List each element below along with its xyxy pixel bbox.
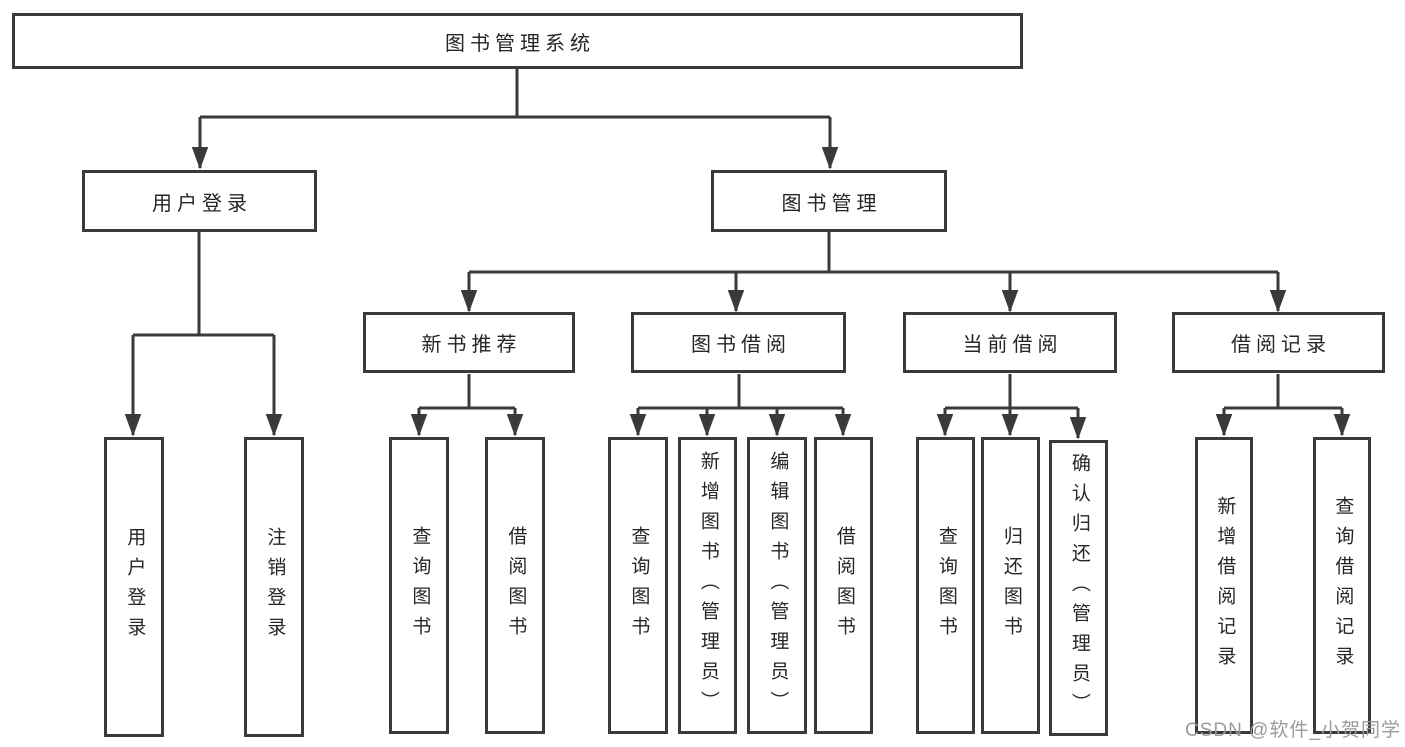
node-book-management: 图书管理 [711,170,947,232]
node-new-book-recommend: 新书推荐 [363,312,575,373]
node-label: 图书管理系统 [445,32,595,55]
connector-skeleton [133,68,1342,410]
node-library-management-system: 图书管理系统 [12,13,1023,69]
leaf-label: 查询图书 [628,525,650,646]
node-label: 图书借阅 [691,334,791,356]
node-book-borrowing: 图书借阅 [631,312,846,373]
node-label: 新书推荐 [421,334,522,356]
leaf-label: 查询图书 [935,525,957,646]
leaf-borrow-books-2: 借阅图书 [814,437,873,734]
leaf-label: 新增图书（管理员） [697,450,719,721]
node-label: 图书管理 [781,192,882,215]
leaf-user-login: 用户登录 [104,437,164,737]
leaf-label: 确认归还（管理员） [1068,453,1090,723]
leaf-label: 新增借阅记录 [1214,495,1236,676]
leaf-label: 用户登录 [124,527,146,647]
node-label: 用户登录 [152,192,252,215]
node-current-borrowing: 当前借阅 [903,312,1117,373]
leaf-query-books-2: 查询图书 [608,437,668,734]
leaf-return-books: 归还图书 [981,437,1040,734]
leaf-confirm-return-admin: 确认归还（管理员） [1049,440,1108,736]
leaf-edit-book-admin: 编辑图书（管理员） [747,437,807,734]
leaf-label: 查询借阅记录 [1332,495,1354,676]
node-label: 当前借阅 [962,334,1063,356]
node-user-login-branch: 用户登录 [82,170,317,232]
leaf-add-book-admin: 新增图书（管理员） [678,437,737,734]
leaf-label: 编辑图书（管理员） [767,450,789,721]
leaf-query-books-3: 查询图书 [916,437,975,734]
leaf-query-borrow-record: 查询借阅记录 [1313,437,1371,734]
leaf-label: 归还图书 [1000,525,1022,646]
node-borrowing-records: 借阅记录 [1172,312,1385,373]
leaf-label: 借阅图书 [833,525,855,646]
leaf-borrow-books-1: 借阅图书 [485,437,545,734]
leaf-label: 查询图书 [409,525,431,646]
leaf-add-borrow-record: 新增借阅记录 [1195,437,1253,734]
leaf-logout: 注销登录 [244,437,304,737]
leaf-query-books-1: 查询图书 [389,437,449,734]
node-label: 借阅记录 [1231,334,1331,356]
csdn-watermark: CSDN @软件_小贺同学 [1185,720,1401,741]
leaf-label: 注销登录 [264,527,286,647]
leaf-label: 借阅图书 [505,525,527,646]
